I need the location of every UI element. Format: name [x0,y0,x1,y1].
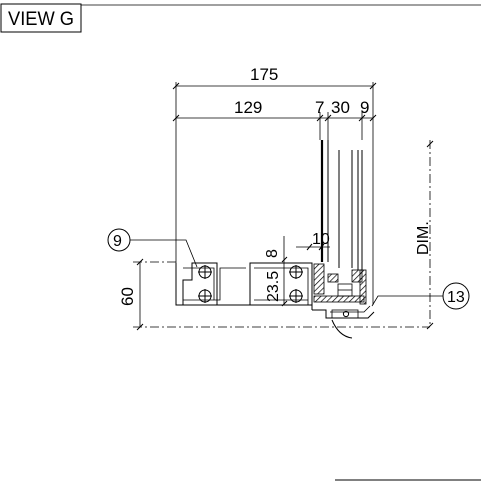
vertical-offset-label: 8 [264,249,281,258]
sill-extrusion [175,262,375,339]
setback-dimension: 10 [296,231,330,251]
callout-9: 9 [107,228,198,268]
dim-label: DIM. [415,221,432,255]
setback-label: 10 [312,231,330,248]
gap-b-label: 9 [360,98,369,117]
view-title-box: VIEW G [0,3,481,33]
callout-13: 13 [371,282,470,310]
callout-13-label: 13 [447,289,465,306]
vertical-offset-dimension: 8 [264,236,288,263]
mid-height-label: 23.5 [265,271,282,302]
glazing-mullion [320,140,363,272]
sill-height-dimension: 60 [118,258,430,331]
overall-width-label: 175 [250,65,278,84]
frame-width-label: 129 [234,98,262,117]
mid-height-dimension: 23.5 [265,262,288,307]
screw-fastener [198,265,303,303]
glass-label: 30 [331,98,350,117]
view-title: VIEW G [8,9,74,30]
frame-width-dimension: 129 7 30 9 [172,98,377,140]
dim-dimension: DIM. [415,140,434,330]
sill-height-label: 60 [118,287,137,306]
gap-a-label: 7 [315,98,324,117]
callout-9-label: 9 [113,233,122,250]
